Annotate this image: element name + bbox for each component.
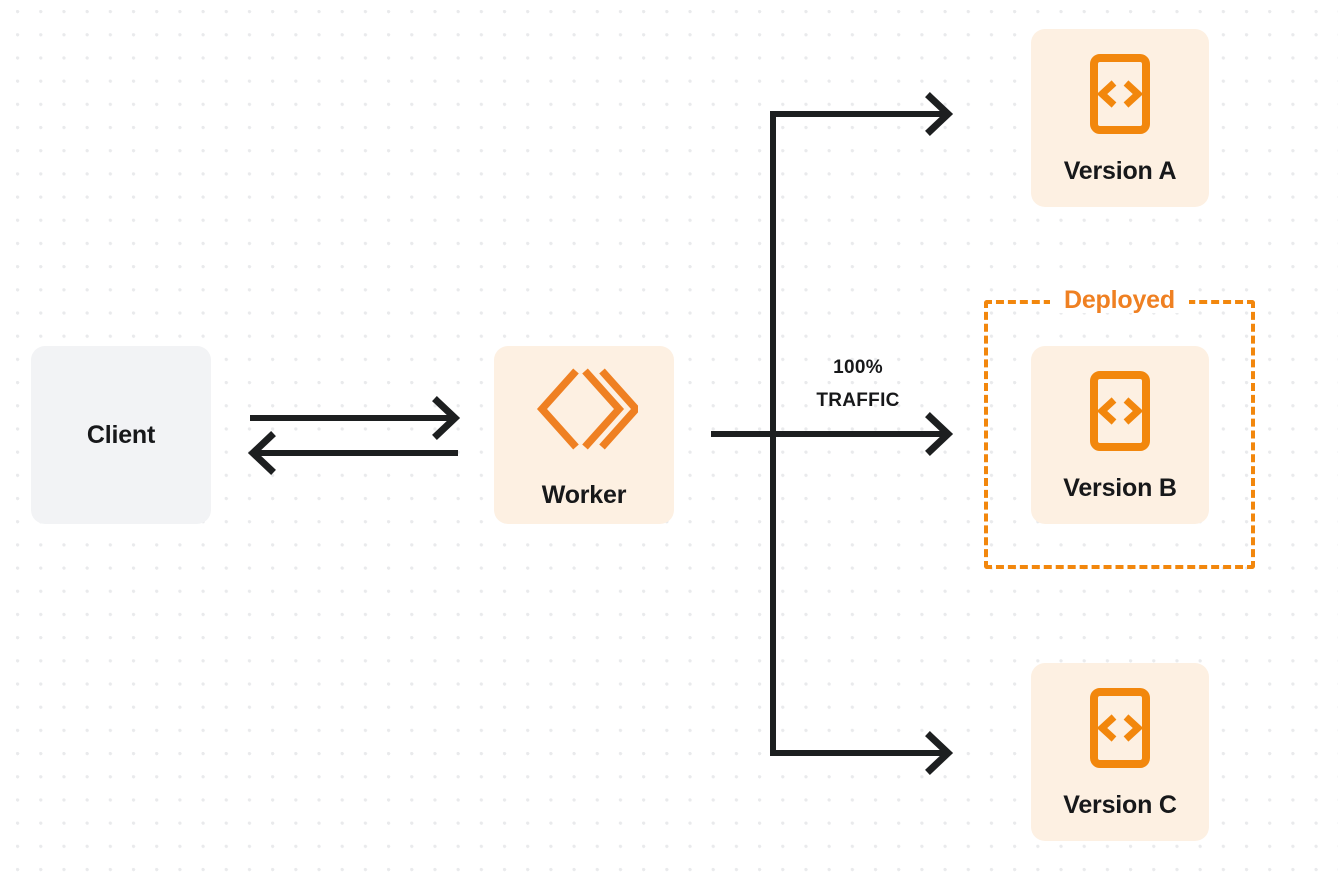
- version-b-label: Version B: [1063, 473, 1177, 502]
- edge-worker-to-client: [247, 431, 458, 475]
- code-file-icon: [1089, 370, 1151, 452]
- edge-worker-trunk: [711, 114, 776, 753]
- node-version-a[interactable]: Version A: [1031, 29, 1209, 207]
- code-file-icon: [1089, 53, 1151, 135]
- edge-worker-to-version-a: [770, 92, 954, 136]
- node-worker[interactable]: Worker: [494, 346, 674, 524]
- node-version-b[interactable]: Version B: [1031, 346, 1209, 524]
- edge-worker-to-version-b: [773, 412, 954, 456]
- edge-client-to-worker: [250, 396, 461, 440]
- cloudflare-workers-logo-icon: [530, 363, 642, 455]
- traffic-percent: 100%: [833, 357, 883, 378]
- edge-worker-to-version-c: [770, 731, 954, 775]
- worker-label: Worker: [541, 480, 627, 509]
- code-file-icon: [1089, 687, 1151, 769]
- deployed-badge: Deployed: [1050, 288, 1189, 313]
- traffic-annotation: 100% TRAFFIC: [783, 352, 933, 417]
- version-c-label: Version C: [1063, 790, 1177, 819]
- node-version-c[interactable]: Version C: [1031, 663, 1209, 841]
- client-label: Client: [86, 420, 156, 449]
- traffic-word: TRAFFIC: [816, 389, 900, 411]
- node-client[interactable]: Client: [31, 346, 211, 524]
- version-a-label: Version A: [1063, 156, 1177, 185]
